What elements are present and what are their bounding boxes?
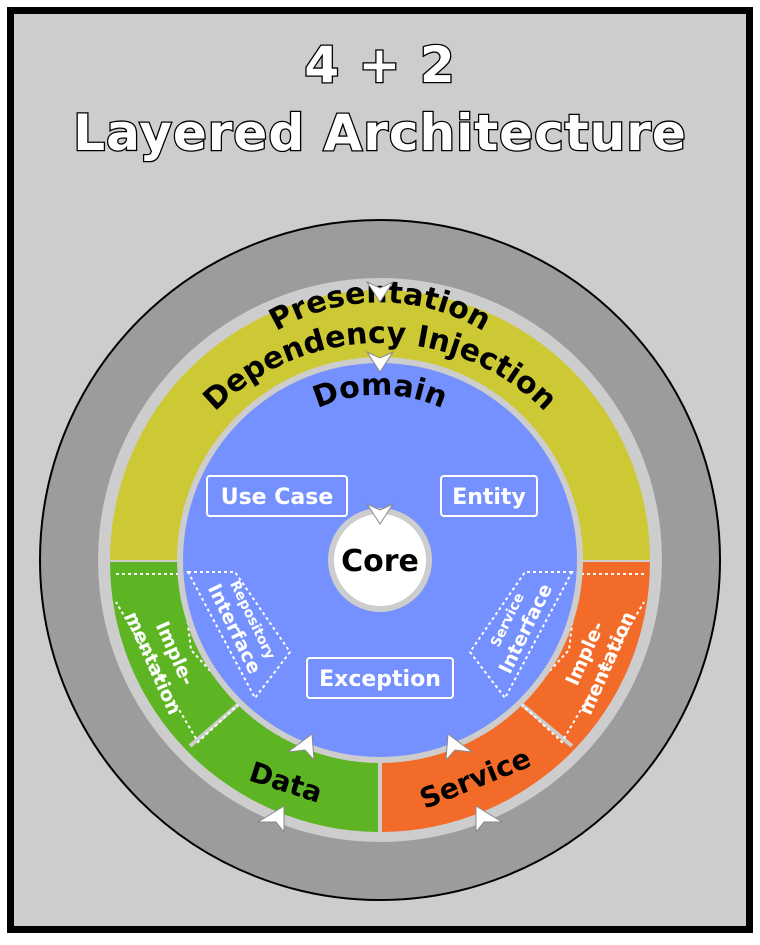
repository-interface-area — [186, 571, 292, 700]
arrow-service-to-domain-icon — [445, 733, 474, 762]
core-circle — [334, 514, 426, 606]
presentation-ring — [110, 290, 650, 560]
service-implementation-outline — [518, 573, 645, 744]
arrow-presentation-to-domain-icon — [365, 350, 395, 373]
entity-box: Entity — [440, 475, 538, 517]
data-implementation-divider — [188, 701, 242, 748]
title-line-1: 4 + 2 — [304, 36, 455, 94]
arrow-use-case-to-core-icon — [365, 502, 395, 525]
exception-box: Exception — [306, 657, 454, 699]
arrow-di-to-data-icon — [256, 805, 285, 834]
service-interface-area — [468, 571, 574, 700]
data-implementation-outline — [115, 573, 242, 744]
entity-label: Entity — [452, 485, 526, 510]
data-ring — [110, 562, 378, 832]
arrow-di-to-service-icon — [475, 805, 504, 834]
title-line-2: Layered Architecture — [73, 104, 687, 162]
service-implementation-divider — [518, 701, 574, 748]
service-ring — [382, 562, 650, 832]
core-label: Core — [341, 544, 419, 579]
exception-label: Exception — [319, 667, 441, 692]
use-case-label: Use Case — [221, 485, 334, 510]
arrow-data-to-domain-icon — [286, 733, 315, 762]
arrow-di-to-presentation-icon — [365, 280, 395, 303]
use-case-box: Use Case — [206, 475, 348, 517]
